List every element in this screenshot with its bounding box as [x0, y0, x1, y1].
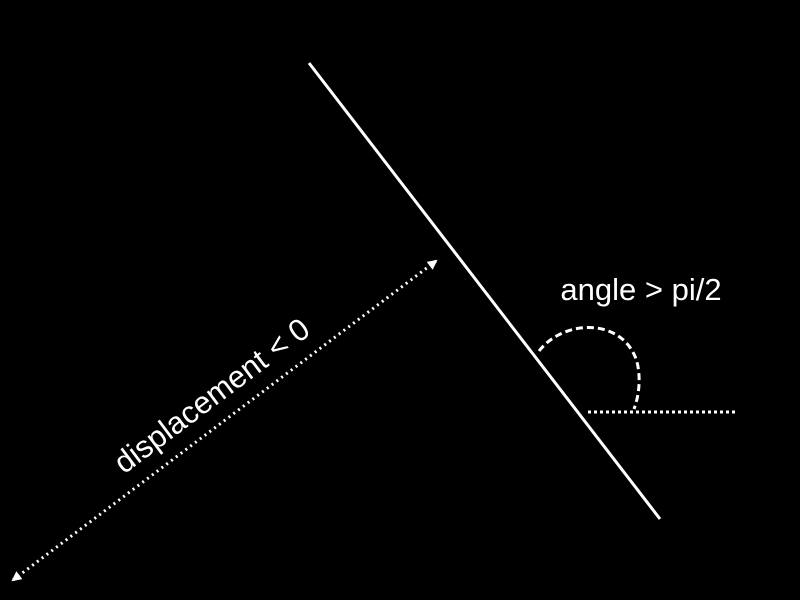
- angle-label: angle > pi/2: [560, 272, 721, 307]
- displacement-arrow: [11, 259, 438, 582]
- main-line: [307, 62, 662, 520]
- displacement-label: displacement < 0: [107, 311, 316, 480]
- angle-arc: [537, 325, 641, 410]
